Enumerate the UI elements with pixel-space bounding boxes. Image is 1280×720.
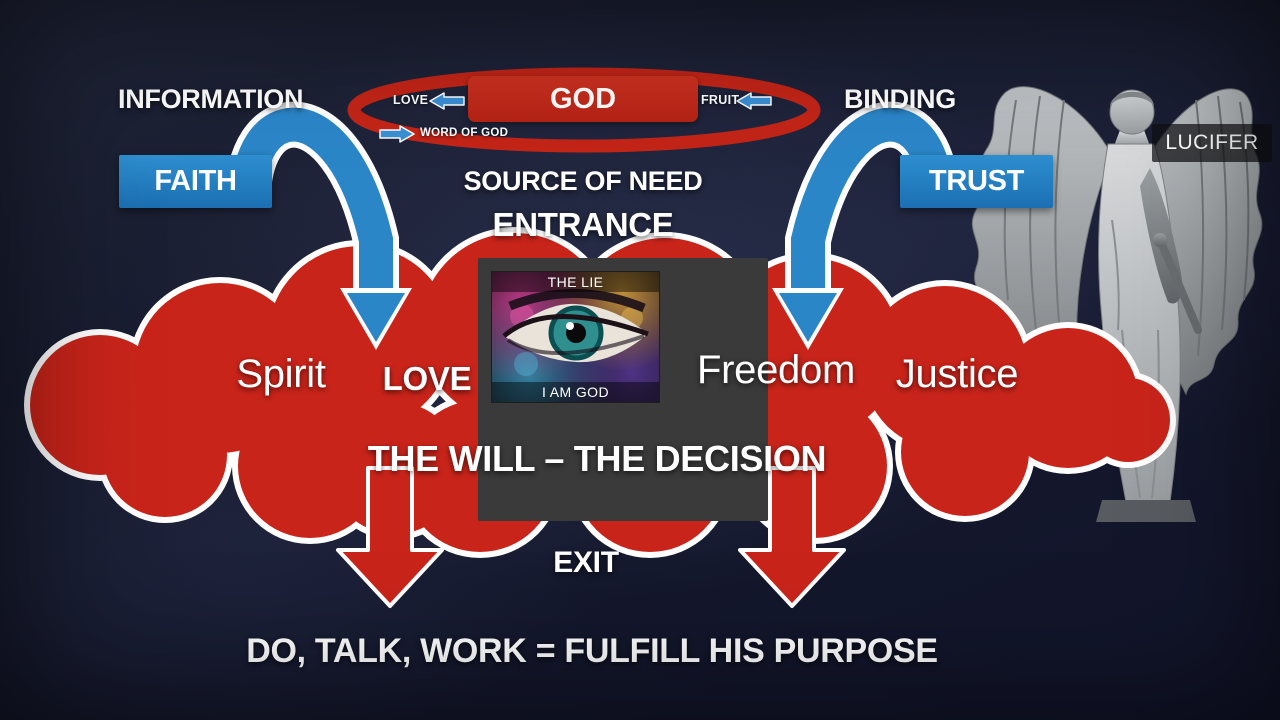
god-node: GOD [468,76,698,122]
fruit-arrow-icon [736,92,772,110]
exit-arrow-left [336,466,444,608]
source-of-need-label: SOURCE OF NEED [463,166,703,196]
faith-box: FAITH [119,155,272,208]
word-of-god-arrow-icon [379,125,415,143]
god-label: GOD [549,82,617,115]
cloud-word-freedom: Freedom [697,348,855,392]
faith-label: FAITH [154,165,237,197]
lucifer-badge: LUCIFER [1152,124,1272,162]
eye-image: THE LIE I AM GOD [492,272,659,402]
love-arrow-icon [429,92,465,110]
trust-box: TRUST [900,155,1053,208]
love-ring-label: LOVE [393,93,429,107]
the-lie-label: THE LIE [492,272,659,292]
lucifer-label: LUCIFER [1165,131,1259,154]
i-am-god-label: I AM GOD [492,382,659,402]
trust-label: TRUST [928,165,1025,197]
exit-label: EXIT [553,546,619,579]
information-label: INFORMATION [118,84,304,114]
will-decision-label: THE WILL – THE DECISION [367,438,827,479]
cloud-word-justice: Justice [895,352,1019,396]
fruit-ring-label: FRUIT [701,93,740,107]
faith-arc-arrow [224,101,412,350]
cloud-word-spirit: Spirit [236,352,326,396]
purpose-statement: DO, TALK, WORK = FULFILL HIS PURPOSE [246,632,938,670]
cloud-word-love: LOVE [382,360,472,397]
entrance-label: ENTRANCE [492,206,674,243]
word-of-god-ring-label: WORD OF GOD [420,127,509,139]
binding-label: BINDING [844,84,956,114]
